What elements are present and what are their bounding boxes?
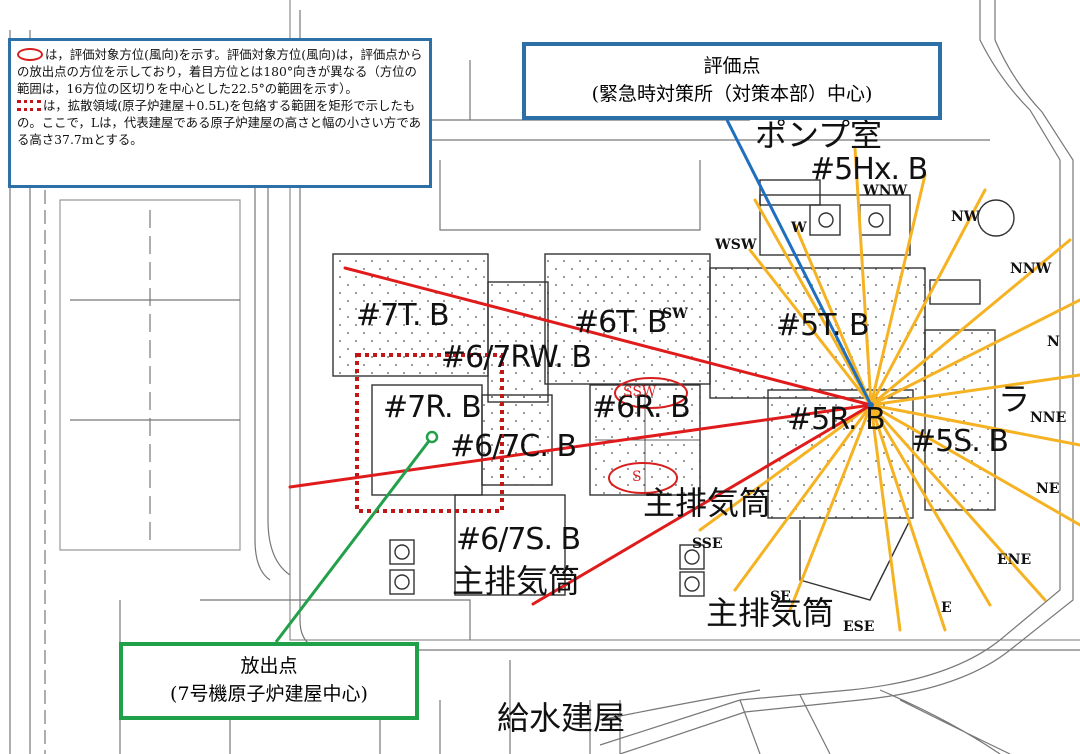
label-5rb: #5R. B (787, 402, 886, 437)
label-pump-house: ポンプ室 (755, 116, 883, 154)
eval-point-subtitle: (緊急時対策所（対策本部）中心) (591, 83, 873, 105)
tank-nw (977, 199, 1015, 237)
label-6-7cb: #6/7C. B (450, 429, 577, 464)
dir-e: E (941, 600, 952, 616)
dir-ne: NE (1036, 481, 1060, 497)
dir-s: S (632, 469, 642, 485)
dir-wnw: WNW (863, 183, 908, 199)
release-point-subtitle: (7号機原子炉建屋中心) (170, 683, 368, 705)
dir-wsw: WSW (715, 237, 757, 253)
eval-point-leader (725, 119, 873, 406)
dir-nw: NW (951, 209, 980, 225)
building-5rb (767, 389, 914, 519)
dir-nne: NNE (1030, 410, 1067, 426)
eval-point-marker (868, 402, 874, 408)
label-5hx: #5Hx. B (810, 152, 928, 187)
release-point-callout: 放出点 (7号機原子炉建屋中心) (119, 642, 419, 720)
label-main-stack-5: 主排気筒 (706, 594, 835, 632)
legend-ellipse-text: は，評価対象方位(風向)を示す。評価対象方位(風向)は，評価点からの放出点の方位… (17, 47, 423, 96)
label-5tb: #5T. B (776, 308, 870, 343)
dir-w: W (791, 220, 807, 236)
label-6-7sb: #6/7S. B (456, 522, 581, 557)
eval-point-title: 評価点 (703, 55, 761, 77)
dir-sw: SW (662, 306, 688, 322)
release-point-title: 放出点 (240, 655, 298, 677)
label-7rb: #7R. B (383, 390, 482, 425)
target-ellipse-ssw (614, 377, 688, 409)
release-point-leader (274, 436, 434, 643)
building-5hx (759, 194, 911, 256)
label-6rb: #6R. B (592, 390, 691, 425)
target-direction-lines (288, 266, 873, 606)
label-main-stack-7: 主排気筒 (452, 562, 581, 600)
sector-lines (698, 146, 1080, 632)
label-6-7rwb: #6/7RW. B (441, 340, 592, 375)
label-5sb: #5S. B (911, 424, 1009, 459)
release-point-marker (425, 430, 439, 444)
label-feedwater-building: 給水建屋 (497, 699, 626, 737)
building-6-7rwb (487, 281, 549, 403)
dir-n: N (1047, 334, 1060, 350)
ellipse-swatch-icon (17, 48, 43, 61)
target-ellipse-s (608, 462, 678, 494)
building-6tb (544, 253, 711, 385)
legend-note-box: は，評価対象方位(風向)を示す。評価対象方位(風向)は，評価点からの放出点の方位… (8, 38, 432, 188)
diffusion-region-rect (355, 353, 504, 513)
dotted-rect-swatch-icon (17, 100, 41, 111)
dir-ese: ESE (843, 619, 875, 635)
pump-house (759, 179, 821, 206)
dir-ssw: SSW (623, 384, 657, 400)
legend-rect-text: は，拡散領域(原子炉建屋＋0.5L)を包絡する範囲を矩形で示したもの。ここで，L… (17, 98, 421, 147)
label-main-stack-6: 主排気筒 (643, 484, 772, 522)
building-5sb (924, 329, 996, 511)
dir-ene: ENE (997, 552, 1032, 568)
dir-sse: SSE (692, 536, 723, 552)
label-6tb: #6T. B (574, 305, 668, 340)
legend-ellipse-note: は，評価対象方位(風向)を示す。評価対象方位(風向)は，評価点からの放出点の方位… (17, 46, 423, 97)
building-6-7cb (481, 394, 553, 486)
dir-se: SE (770, 589, 791, 605)
label-7tb: #7T. B (356, 298, 450, 333)
dir-nnw: NNW (1010, 261, 1052, 277)
building-6-7sb (454, 494, 566, 596)
eval-point-callout: 評価点 (緊急時対策所（対策本部）中心) (522, 42, 942, 120)
legend-rect-note: は，拡散領域(原子炉建屋＋0.5L)を包絡する範囲を矩形で示したもの。ここで，L… (17, 97, 423, 148)
label-partial-building: ラ (998, 380, 1031, 418)
